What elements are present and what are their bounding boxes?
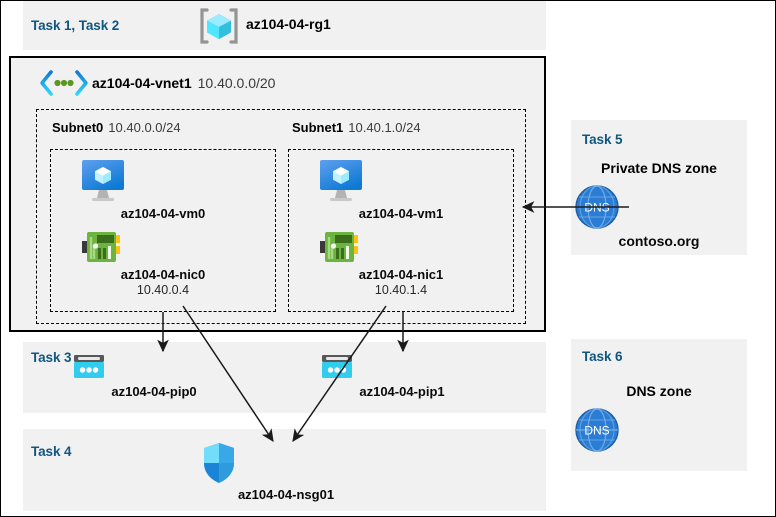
resource-group-header-panel (23, 1, 546, 50)
task4-panel (23, 429, 546, 511)
svg-text:DNS: DNS (584, 424, 609, 438)
subnet1-cidr: 10.40.1.0/24 (348, 120, 421, 135)
nic0-label: az104-04-nic0 (120, 267, 206, 282)
network-interface-icon (316, 229, 486, 265)
network-interface-icon (78, 229, 248, 265)
task-label-3: Task 3 (31, 350, 72, 365)
pip1-label: az104-04-pip1 (359, 384, 445, 399)
subnet1-box (288, 149, 514, 312)
resource-group-name: az104-04-rg1 (246, 16, 331, 32)
task-label-4: Task 4 (31, 444, 72, 459)
virtual-network-icon (38, 69, 90, 97)
node-nic1: az104-04-nic1 10.40.1.4 (316, 229, 486, 299)
task-label-6: Task 6 (582, 349, 623, 364)
vnet-cidr: 10.40.0.0/20 (197, 75, 276, 91)
pip0-label: az104-04-pip0 (111, 384, 197, 399)
virtual-machine-icon (78, 157, 248, 203)
public-ip-address-icon (69, 353, 239, 381)
network-security-group-icon (201, 441, 371, 485)
subnet1-title: Subnet1 10.40.1.0/24 (292, 120, 421, 135)
task3-panel (23, 342, 546, 413)
nsg01-label: az104-04-nsg01 (237, 487, 335, 502)
nic1-label: az104-04-nic1 (358, 267, 444, 282)
vnet-panel (9, 56, 546, 332)
private-dns-zone-name: contoso.org (618, 233, 700, 249)
nic0-ip: 10.40.0.4 (136, 283, 190, 298)
public-ip-address-icon (317, 353, 487, 381)
node-dns-zone: DNS (574, 407, 744, 453)
subnet0-cidr: 10.40.0.0/24 (108, 120, 181, 135)
subnet0-title: Subnet0 10.40.0.0/24 (52, 120, 181, 135)
node-nsg01: az104-04-nsg01 (201, 441, 371, 503)
subnets-container (36, 109, 526, 324)
private-dns-zone-title: Private DNS zone (601, 160, 717, 176)
vnet-name: az104-04-vnet1 (92, 75, 192, 91)
resource-group-icon (198, 7, 240, 45)
nic1-ip: 10.40.1.4 (374, 283, 428, 298)
svg-text:DNS: DNS (584, 201, 609, 215)
node-nic0: az104-04-nic0 10.40.0.4 (78, 229, 248, 299)
subnet0-box (50, 149, 276, 312)
vm1-label: az104-04-vm1 (358, 206, 444, 221)
dns-zone-icon: DNS (574, 407, 744, 453)
virtual-machine-icon (316, 157, 486, 203)
dns-zone-title: DNS zone (626, 383, 692, 399)
node-pip1: az104-04-pip1 (317, 353, 487, 400)
subnet1-name: Subnet1 (292, 120, 344, 135)
subnet0-name: Subnet0 (52, 120, 104, 135)
node-vm0: az104-04-vm0 (78, 157, 248, 222)
node-pip0: az104-04-pip0 (69, 353, 239, 400)
node-vm1: az104-04-vm1 (316, 157, 486, 222)
node-private-dns-zone: DNS contoso.org (574, 184, 744, 251)
vnet-title: az104-04-vnet1 10.40.0.0/20 (92, 75, 275, 91)
task-label-1-2: Task 1, Task 2 (31, 18, 120, 33)
vm0-label: az104-04-vm0 (120, 206, 206, 221)
task-label-5: Task 5 (582, 132, 623, 147)
dns-zone-icon: DNS (574, 184, 744, 230)
